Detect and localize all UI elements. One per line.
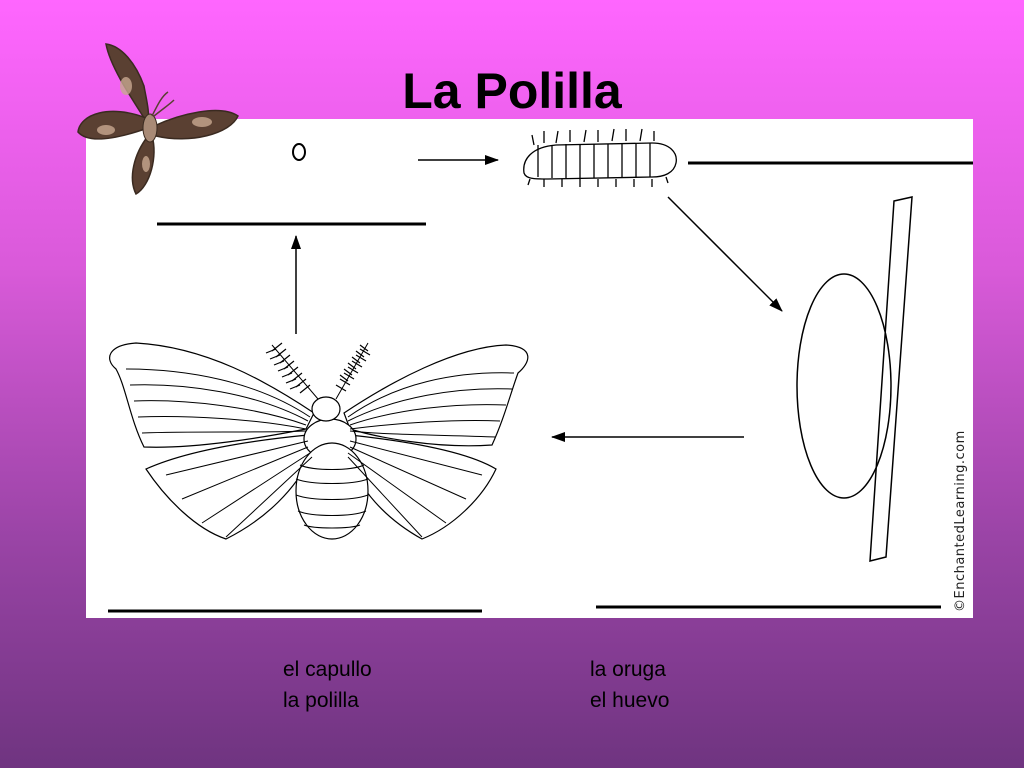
word-bank-item: la polilla [283, 689, 359, 712]
moth-photo-icon [77, 43, 239, 196]
life-cycle-diagram [108, 128, 973, 613]
word-bank-item: el capullo [283, 658, 372, 681]
arrow-caterpillar-to-cocoon [667, 196, 783, 312]
slide-title: La Polilla [402, 63, 622, 119]
word-bank-item: la oruga [590, 658, 666, 681]
caterpillar-icon [523, 128, 677, 187]
credit-watermark: ©EnchantedLearning.com [953, 430, 968, 612]
word-bank-item: el huevo [590, 689, 670, 712]
cocoon-icon [796, 196, 913, 562]
moth-icon [109, 342, 529, 540]
egg-icon [292, 143, 306, 161]
